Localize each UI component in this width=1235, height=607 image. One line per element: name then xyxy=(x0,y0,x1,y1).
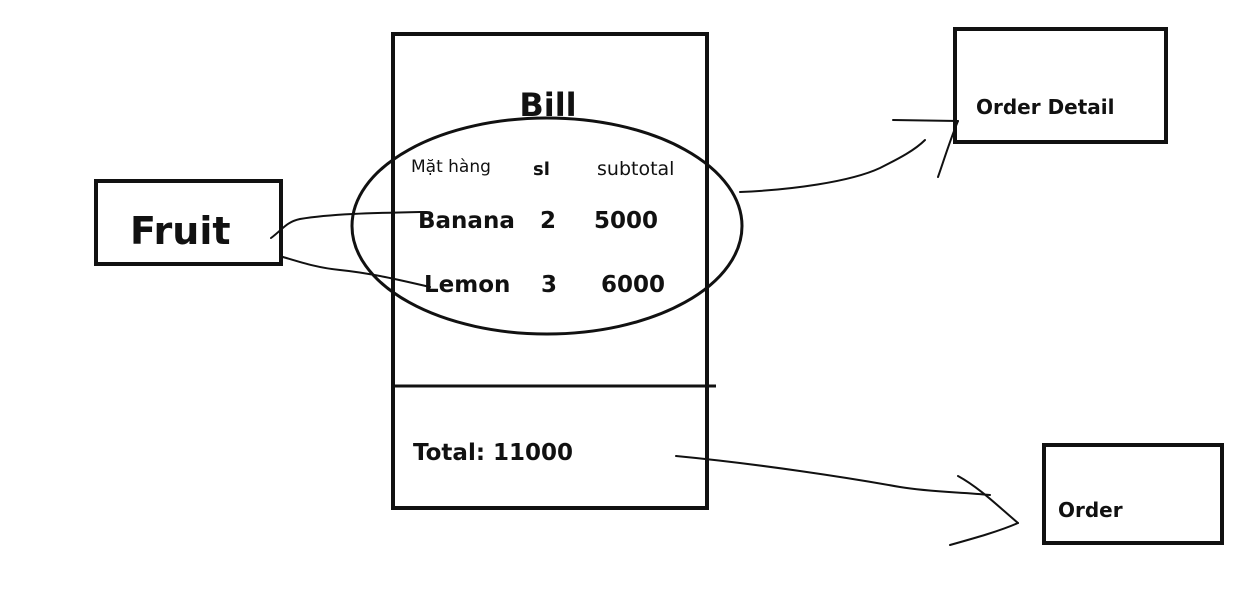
connector-ellipse-orderdetail xyxy=(739,139,926,193)
bill-box: Bill Mặt hàng sl subtotal Banana 2 5000 … xyxy=(391,32,716,510)
connector-fruit-lemon xyxy=(282,256,431,288)
row-subtotal-banana: 5000 xyxy=(594,208,658,234)
connector-fruit-banana xyxy=(270,211,421,239)
header-qty: sl xyxy=(533,159,550,180)
header-item: Mặt hàng xyxy=(411,157,491,177)
fruit-outline xyxy=(94,179,283,266)
order-box: Order xyxy=(1042,443,1224,545)
row-subtotal-lemon: 6000 xyxy=(601,272,665,298)
items-ellipse xyxy=(350,116,744,336)
connectors xyxy=(270,119,1019,546)
row-item-banana: Banana xyxy=(418,208,515,234)
row-qty-lemon: 3 xyxy=(541,272,557,298)
order-detail-outline xyxy=(953,27,1168,144)
order-detail-label: Order Detail xyxy=(976,95,1115,119)
connector-total-order xyxy=(675,455,991,496)
bill-outline xyxy=(391,32,709,510)
arrow-orderdetail-bottom xyxy=(937,120,959,178)
header-subtotal: subtotal xyxy=(597,158,674,180)
arrow-orderdetail-top xyxy=(892,119,959,122)
arrow-order-top xyxy=(957,475,1019,524)
order-label: Order xyxy=(1058,498,1123,522)
order-detail-box: Order Detail xyxy=(953,27,1168,144)
row-item-lemon: Lemon xyxy=(424,272,510,298)
row-qty-banana: 2 xyxy=(540,208,556,234)
arrow-order-bottom xyxy=(949,522,1019,546)
fruit-label: Fruit xyxy=(130,209,231,253)
order-outline xyxy=(1042,443,1224,545)
fruit-box: Fruit xyxy=(94,179,283,266)
bill-total: Total: 11000 xyxy=(413,440,573,466)
